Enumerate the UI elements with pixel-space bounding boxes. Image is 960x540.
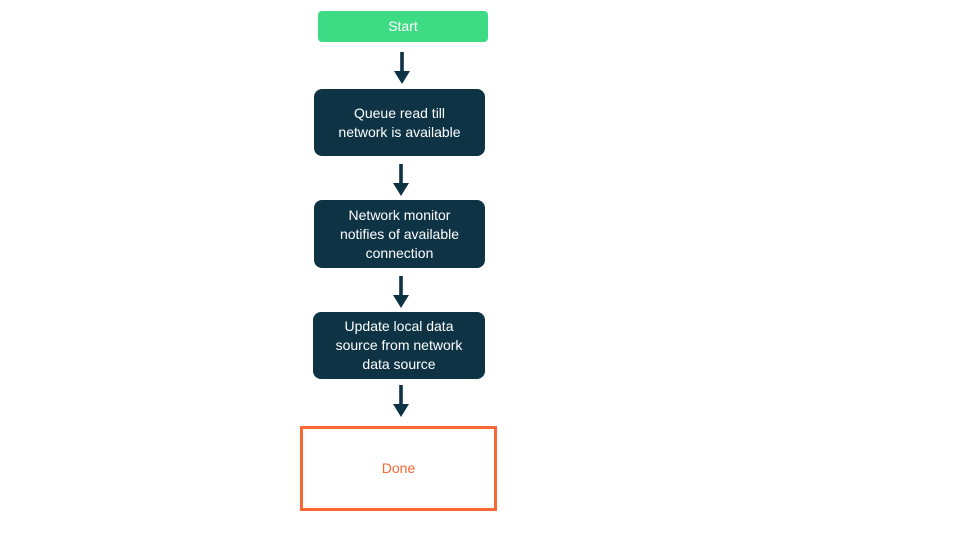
flow-node-network-monitor: Network monitor notifies of available co… [314, 200, 485, 268]
flow-node-queue-read-line: Queue read till [353, 104, 446, 121]
flow-node-network-monitor-line: notifies of available [339, 225, 460, 242]
flow-node-update-local-data: Update local data source from network da… [313, 312, 485, 379]
arrow-down-icon [392, 164, 410, 196]
flow-node-queue-read-line: network is available [338, 123, 461, 140]
arrow-down-icon [392, 385, 410, 417]
flow-node-update-local-data-line: data source [362, 356, 436, 372]
arrow-down-icon [393, 52, 411, 84]
flow-node-queue-read: Queue read till network is available [314, 89, 485, 156]
arrow-down-icon [392, 276, 410, 308]
flow-node-start: Start [318, 11, 488, 42]
flow-node-update-local-data-line: source from network [335, 337, 463, 353]
flow-node-done: Done [300, 426, 497, 511]
flow-node-done-label: Done [381, 460, 416, 476]
flow-node-network-monitor-line: Network monitor [348, 206, 451, 223]
flow-node-start-label: Start [388, 18, 418, 34]
flow-node-network-monitor-line: connection [365, 244, 434, 261]
flow-node-update-local-data-line: Update local data [344, 318, 454, 334]
